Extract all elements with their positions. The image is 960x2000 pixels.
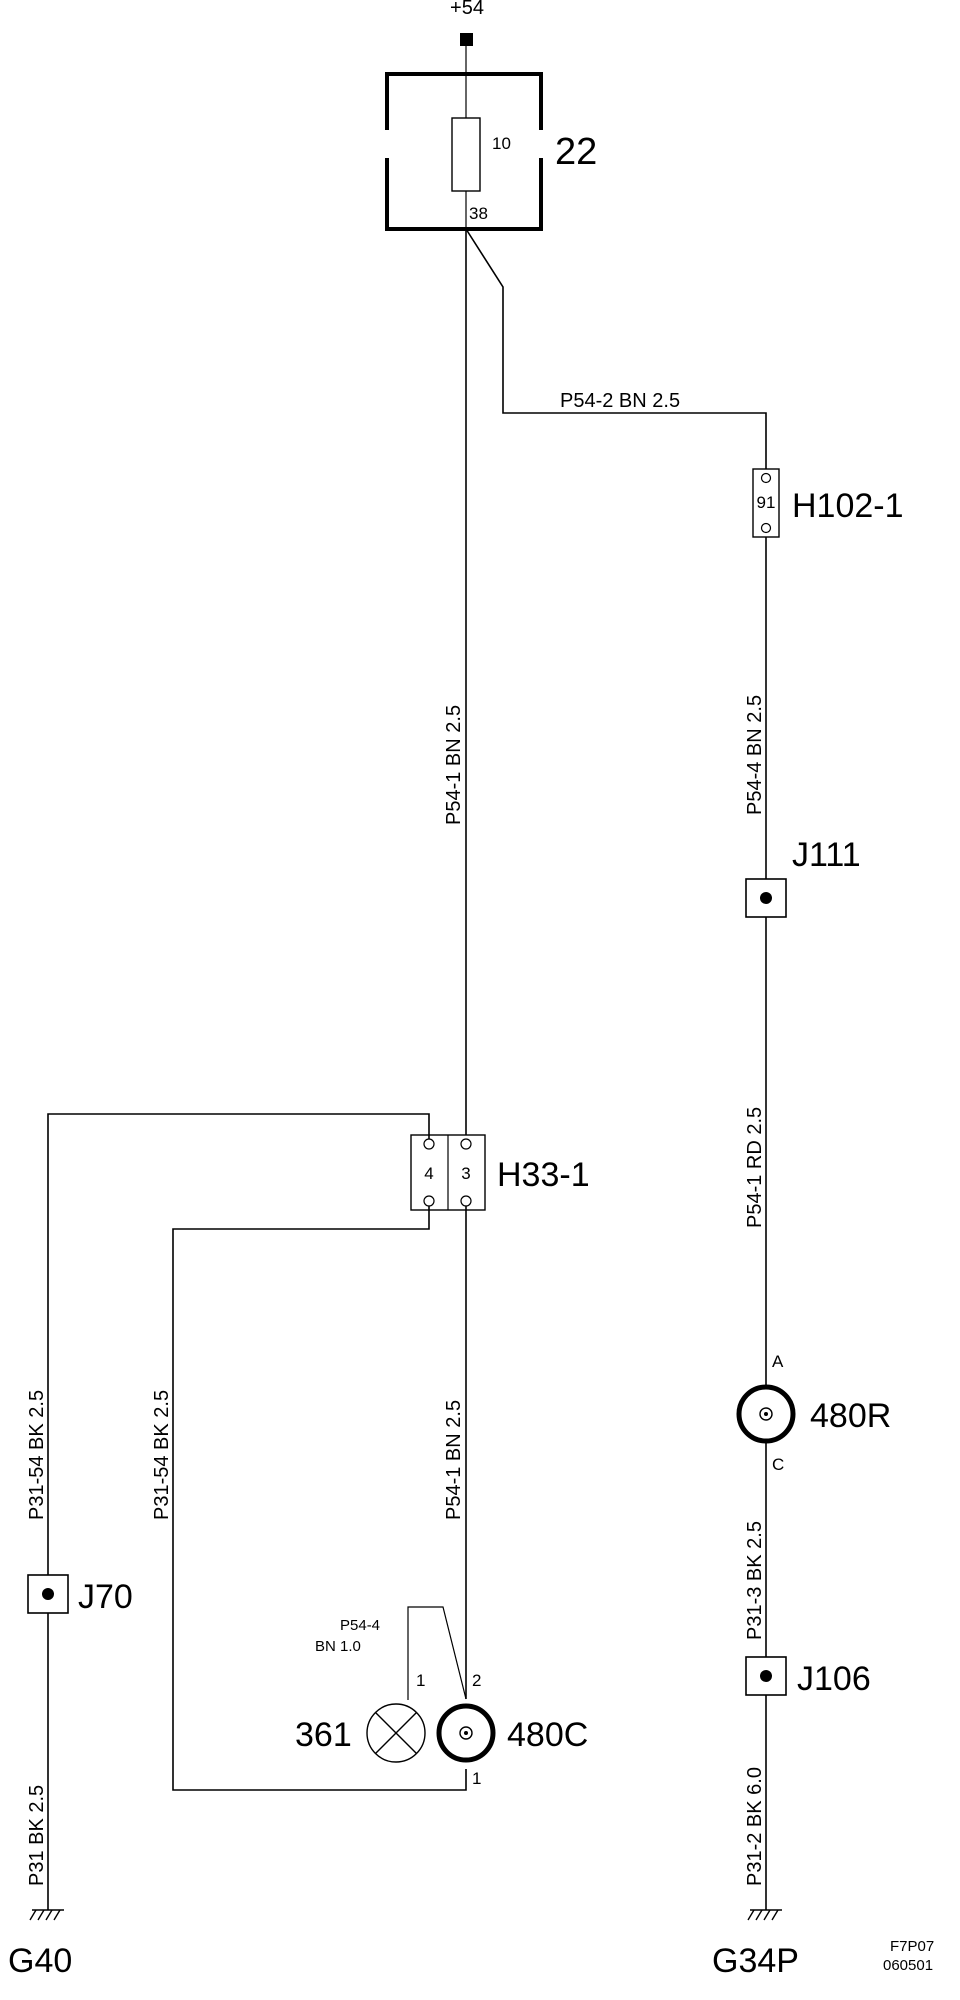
connector-h33-pin-4: 4 xyxy=(424,1164,433,1183)
fuse-rating: 10 xyxy=(492,134,511,153)
connector-h102-1 xyxy=(752,468,780,538)
footer-date: 060501 xyxy=(883,1957,933,1974)
connector-h102-id: H102-1 xyxy=(792,487,904,525)
wire-p54-4-lamp xyxy=(407,1606,467,1700)
lamp-361 xyxy=(366,1703,426,1763)
wire-label-p54-4-small-b: BN 1.0 xyxy=(315,1638,361,1655)
switch-480c xyxy=(436,1703,496,1763)
switch-480r-pin-c: C xyxy=(772,1455,784,1474)
junction-j70-dot xyxy=(42,1588,54,1600)
switch-480r xyxy=(736,1384,796,1444)
wire-label-p31: P31 BK 2.5 xyxy=(26,1785,48,1886)
supply-label: +54 xyxy=(450,0,484,19)
footer-code: F7P07 xyxy=(890,1938,934,1955)
wire-p54-2 xyxy=(465,228,767,469)
junction-j111-dot xyxy=(760,892,772,904)
ground-g34p-label: G34P xyxy=(712,1942,799,1980)
junction-j111-label: J111 xyxy=(792,836,861,874)
fuse-terminal: 38 xyxy=(469,204,488,223)
wire-label-p54-1-rd: P54-1 RD 2.5 xyxy=(744,1107,766,1228)
connector-h33-1 xyxy=(410,1134,486,1211)
switch-480c-pin-2: 2 xyxy=(472,1671,481,1690)
switch-480r-pin-a: A xyxy=(772,1352,784,1371)
wire-p31-54-inner xyxy=(172,1206,467,1791)
junction-j70-label: J70 xyxy=(78,1578,133,1616)
connector-h33-pin-3: 3 xyxy=(461,1164,470,1183)
junction-j106-dot xyxy=(760,1670,772,1682)
wire-label-p54-4-small-a: P54-4 xyxy=(340,1617,380,1634)
wire-p31-54-left xyxy=(47,1113,430,1910)
supply-terminal xyxy=(460,33,473,46)
connector-h102-pin: 91 xyxy=(757,493,776,512)
lamp-361-pin-1: 1 xyxy=(416,1671,425,1690)
fuse-box-22 xyxy=(385,72,543,231)
fuse-element xyxy=(451,117,481,192)
wire-label-p54-1-upper: P54-1 BN 2.5 xyxy=(443,705,465,825)
lamp-361-id: 361 xyxy=(295,1716,352,1754)
wire-label-p54-4: P54-4 BN 2.5 xyxy=(744,695,766,815)
junction-j106-label: J106 xyxy=(797,1660,871,1698)
switch-480r-id: 480R xyxy=(810,1397,891,1435)
fuse-box-id: 22 xyxy=(555,131,597,173)
wire-label-p54-1-lower: P54-1 BN 2.5 xyxy=(443,1400,465,1520)
switch-480c-id: 480C xyxy=(507,1716,588,1754)
wire-label-p31-54-inner: P31-54 BK 2.5 xyxy=(151,1390,173,1520)
switch-480c-pin-1: 1 xyxy=(472,1769,481,1788)
wire-label-p31-2: P31-2 BK 6.0 xyxy=(744,1767,766,1886)
ground-g34p-symbol xyxy=(747,1909,782,1921)
wire-label-p54-2: P54-2 BN 2.5 xyxy=(560,390,680,412)
wire-label-p31-54-left: P31-54 BK 2.5 xyxy=(26,1390,48,1520)
connector-h33-id: H33-1 xyxy=(497,1156,590,1194)
ground-g40-label: G40 xyxy=(8,1942,72,1980)
wire-label-p31-3: P31-3 BK 2.5 xyxy=(744,1521,766,1640)
ground-g40-symbol xyxy=(29,1909,64,1921)
